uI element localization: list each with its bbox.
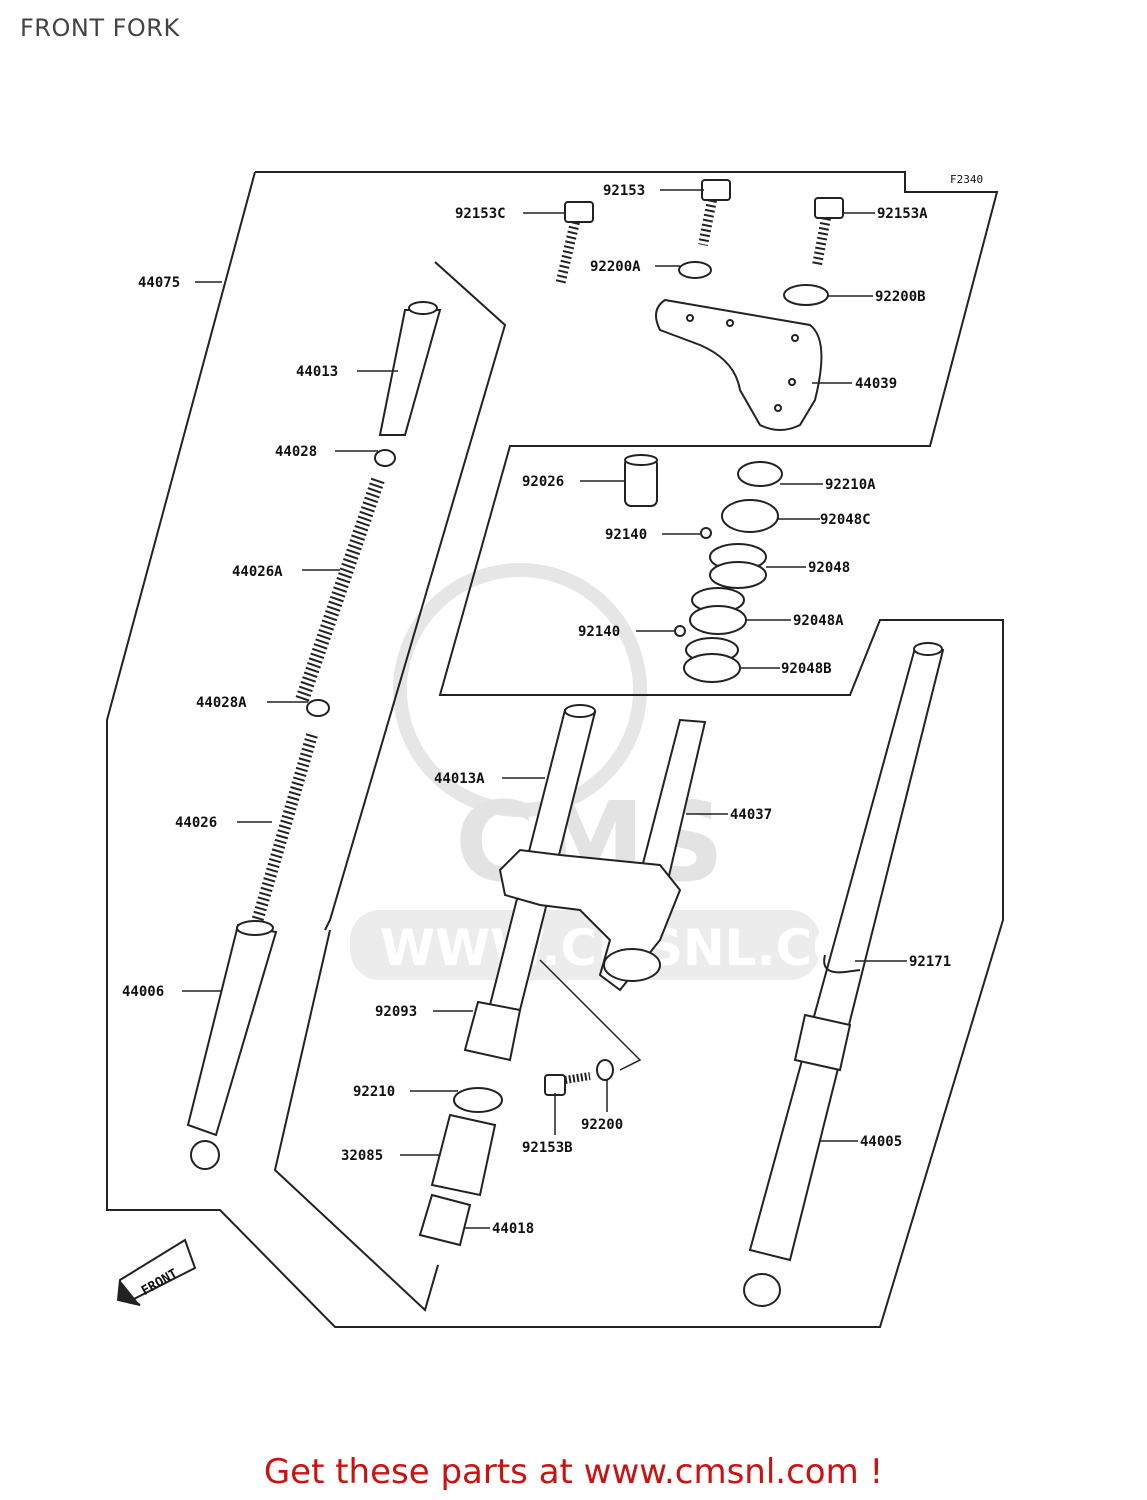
part-44005	[743, 642, 945, 1307]
callout-44028A: 44028A	[196, 695, 247, 711]
part-44026A	[295, 477, 385, 703]
callout-92153A: 92153A	[877, 206, 928, 222]
part-shapes	[186, 179, 945, 1307]
front-arrow: FRONT	[116, 1238, 197, 1306]
callout-92153: 92153	[603, 183, 645, 199]
callout-44013A: 44013A	[434, 771, 485, 787]
callout-92210A: 92210A	[825, 477, 876, 493]
part-44037	[498, 718, 707, 992]
figure-code: F2340	[950, 173, 983, 186]
part-92093	[463, 1000, 522, 1062]
callout-44013: 44013	[296, 364, 338, 380]
part-92048	[709, 543, 767, 589]
callout-92093: 92093	[375, 1004, 417, 1020]
part-92048C	[721, 499, 779, 533]
callout-44028: 44028	[275, 444, 317, 460]
part-92153B	[544, 1072, 591, 1096]
part-92140b	[674, 625, 686, 637]
callout-92048B: 92048B	[781, 661, 832, 677]
callout-92153B: 92153B	[522, 1140, 573, 1156]
callout-44026: 44026	[175, 815, 217, 831]
part-92026	[624, 454, 658, 507]
outline-44075	[106, 171, 1004, 1328]
part-92200	[596, 1059, 614, 1081]
part-92200A	[678, 261, 712, 279]
callout-92048A: 92048A	[793, 613, 844, 629]
part-92153	[698, 179, 731, 246]
callout-92048C: 92048C	[820, 512, 871, 528]
callout-44039: 44039	[855, 376, 897, 392]
callout-44075: 44075	[138, 275, 180, 291]
part-92048A	[689, 587, 747, 635]
callout-44026A: 44026A	[232, 564, 283, 580]
outline-spring-kit	[324, 261, 507, 931]
callout-44005: 44005	[860, 1134, 902, 1150]
footer-cta-link[interactable]: Get these parts at www.cmsnl.com !	[263, 1452, 884, 1492]
callout-92140-upper: 92140	[605, 527, 647, 543]
part-32085	[430, 1113, 497, 1197]
part-92200B	[783, 284, 829, 306]
callout-44006: 44006	[122, 984, 164, 1000]
part-92210A	[737, 461, 783, 487]
callout-92200B: 92200B	[875, 289, 926, 305]
page-title: FRONT FORK	[20, 14, 180, 42]
part-92140a	[700, 527, 712, 539]
part-44018	[418, 1193, 472, 1247]
part-44026	[250, 733, 318, 927]
part-44039	[655, 298, 823, 431]
callout-92140-lower: 92140	[578, 624, 620, 640]
part-44028	[374, 449, 396, 467]
callout-32085: 32085	[341, 1148, 383, 1164]
part-92153C	[555, 201, 594, 287]
callout-92026: 92026	[522, 474, 564, 490]
callout-92171: 92171	[909, 954, 951, 970]
outline-damper	[273, 929, 439, 1312]
part-92048B	[683, 637, 741, 683]
callout-92210: 92210	[353, 1084, 395, 1100]
callout-44037: 44037	[730, 807, 772, 823]
part-92210	[453, 1087, 503, 1113]
callout-92048: 92048	[808, 560, 850, 576]
callouts: F2340 44075 44013 44028 44026A 44028A 44…	[122, 173, 983, 1237]
callout-92153C: 92153C	[455, 206, 506, 222]
leader-lines	[182, 189, 907, 1229]
callout-44018: 44018	[492, 1221, 534, 1237]
part-44006	[186, 920, 278, 1170]
callout-92200A: 92200A	[590, 259, 641, 275]
group-outlines	[106, 171, 1004, 1328]
part-44013	[378, 301, 442, 436]
callout-92200: 92200	[581, 1117, 623, 1133]
part-92153A	[812, 197, 844, 266]
parts-diagram: CMS WWW.CMSNL.COM	[106, 171, 1004, 1328]
part-44028A	[306, 699, 330, 717]
part-92171	[823, 954, 861, 974]
